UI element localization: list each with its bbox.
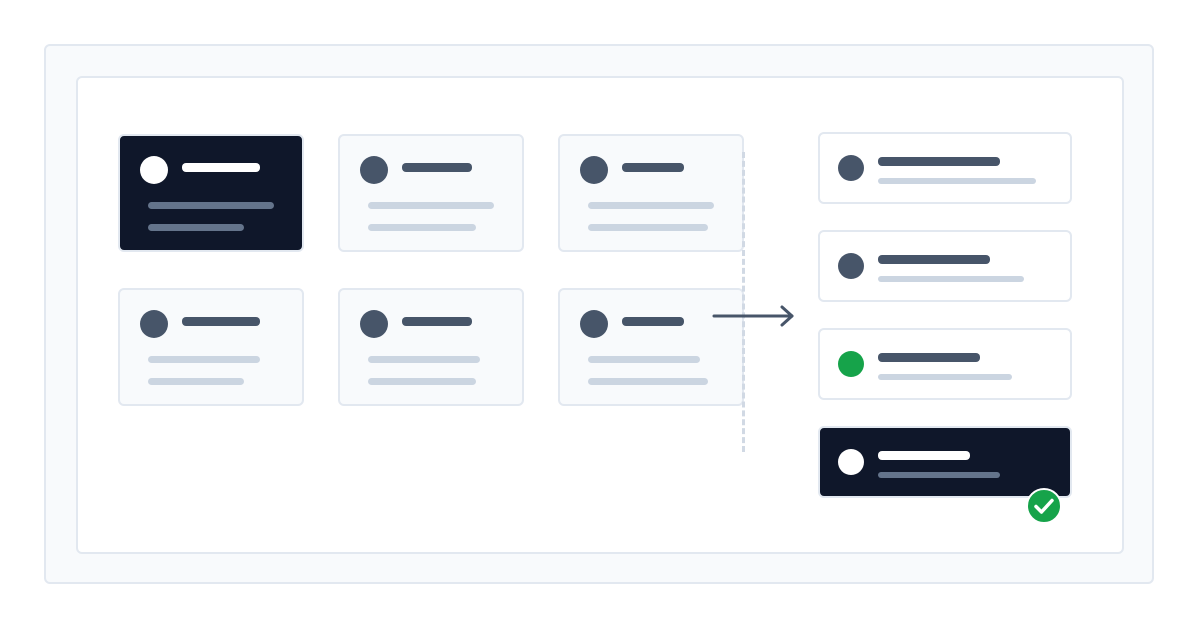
target-list-item[interactable] [818, 132, 1072, 204]
title-placeholder [878, 157, 1000, 166]
avatar [580, 310, 608, 338]
title-placeholder [182, 163, 260, 172]
title-placeholder [622, 317, 684, 326]
avatar [580, 156, 608, 184]
text-placeholder [148, 378, 244, 385]
text-placeholder [878, 472, 1000, 478]
target-list-item-selected[interactable] [818, 426, 1072, 498]
text-placeholder [588, 202, 714, 209]
title-placeholder [878, 353, 980, 362]
text-placeholder [588, 378, 708, 385]
text-placeholder [148, 356, 260, 363]
source-card[interactable] [118, 288, 304, 406]
text-placeholder [368, 202, 494, 209]
text-placeholder [878, 178, 1036, 184]
arrow-right-icon [712, 305, 794, 327]
avatar [140, 310, 168, 338]
avatar [360, 156, 388, 184]
title-placeholder [182, 317, 260, 326]
title-placeholder [402, 317, 472, 326]
text-placeholder [148, 224, 244, 231]
status-dot-green [838, 351, 864, 377]
source-card[interactable] [338, 134, 524, 252]
avatar [140, 156, 168, 184]
target-list-item[interactable] [818, 230, 1072, 302]
text-placeholder [368, 378, 476, 385]
avatar [838, 155, 864, 181]
source-card-selected[interactable] [118, 134, 304, 252]
source-card[interactable] [558, 134, 744, 252]
text-placeholder [368, 356, 480, 363]
text-placeholder [588, 224, 708, 231]
avatar [838, 253, 864, 279]
avatar [360, 310, 388, 338]
title-placeholder [402, 163, 472, 172]
source-card[interactable] [338, 288, 524, 406]
avatar [838, 449, 864, 475]
text-placeholder [878, 374, 1012, 380]
title-placeholder [622, 163, 684, 172]
title-placeholder [878, 451, 970, 460]
text-placeholder [878, 276, 1024, 282]
dashed-divider [742, 152, 745, 452]
text-placeholder [588, 356, 700, 363]
text-placeholder [148, 202, 274, 209]
check-circle-icon [1026, 488, 1062, 524]
text-placeholder [368, 224, 476, 231]
target-list-item[interactable] [818, 328, 1072, 400]
title-placeholder [878, 255, 990, 264]
source-card[interactable] [558, 288, 744, 406]
